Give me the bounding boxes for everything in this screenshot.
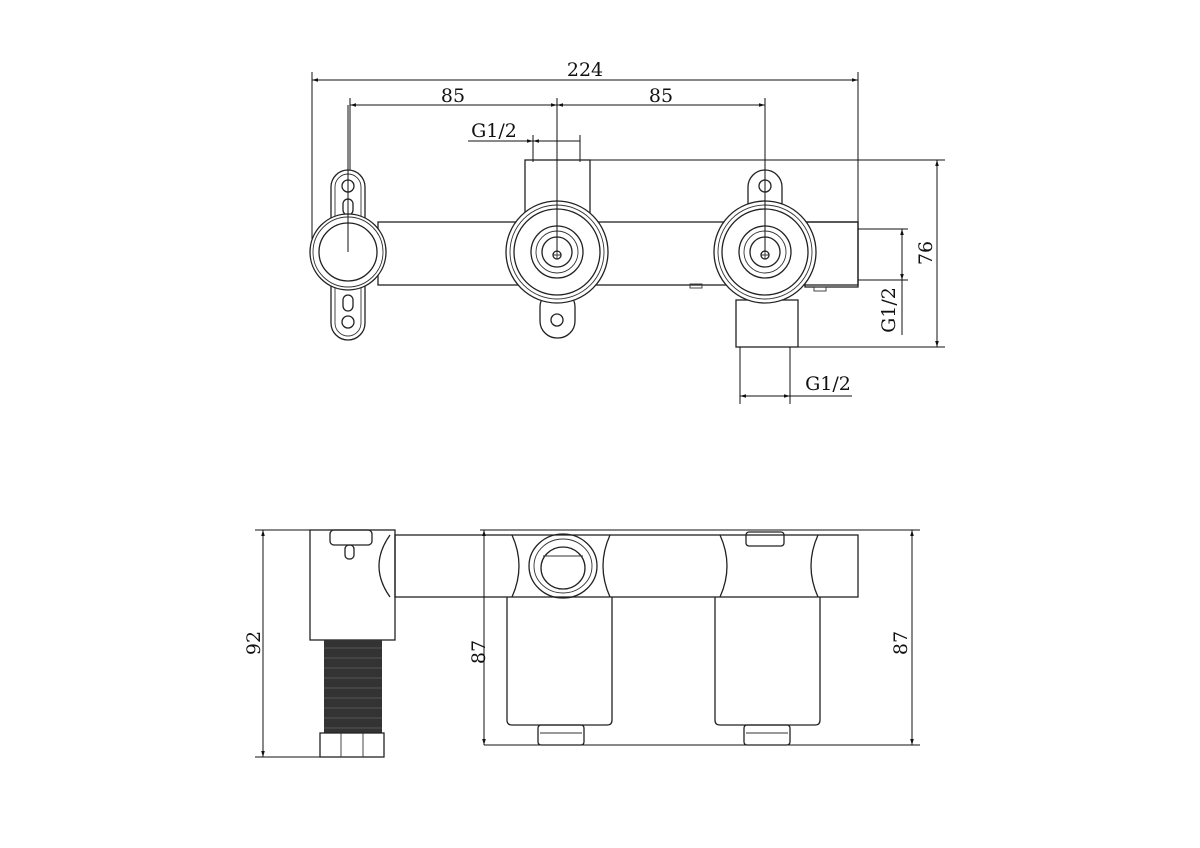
middle-valve [505,105,609,339]
right-valve-cartridge [714,597,821,746]
dimension-224: 224 [311,59,859,250]
dim-label-g12-right: G1/2 [878,287,900,333]
dim-label-87-right: 87 [890,631,912,655]
dim-label-85-right: 85 [649,85,673,107]
dimension-g12-bottom: G1/2 [739,347,852,404]
dimension-g12-right: G1/2 [858,228,908,335]
dimension-87-middle: 87 [468,530,490,745]
dim-label-g12-bottom: G1/2 [805,373,851,395]
diverter-port-ring [528,533,598,599]
left-diverter-side [309,529,396,758]
bottom-outlet [735,299,799,348]
middle-valve-cartridge [506,597,613,746]
dim-label-224: 224 [567,59,603,81]
top-view: 224 85 85 G1/2 [309,59,945,404]
dimension-76: 76 [798,160,945,348]
dimension-87-right: 87 [890,530,914,745]
threaded-pipe [324,640,382,733]
hex-nut [319,732,385,758]
dim-label-g12-top: G1/2 [471,120,517,142]
dim-label-85-left: 85 [441,85,465,107]
dimension-92: 92 [243,529,330,758]
left-diverter-knob [309,105,387,341]
dim-label-76: 76 [915,241,937,265]
side-body-bar [394,534,859,598]
dimension-g12-top: G1/2 [468,120,581,162]
right-valve [713,105,817,348]
side-view: 92 [243,529,920,758]
dim-label-87-middle: 87 [468,640,490,664]
dim-label-92: 92 [243,631,265,655]
